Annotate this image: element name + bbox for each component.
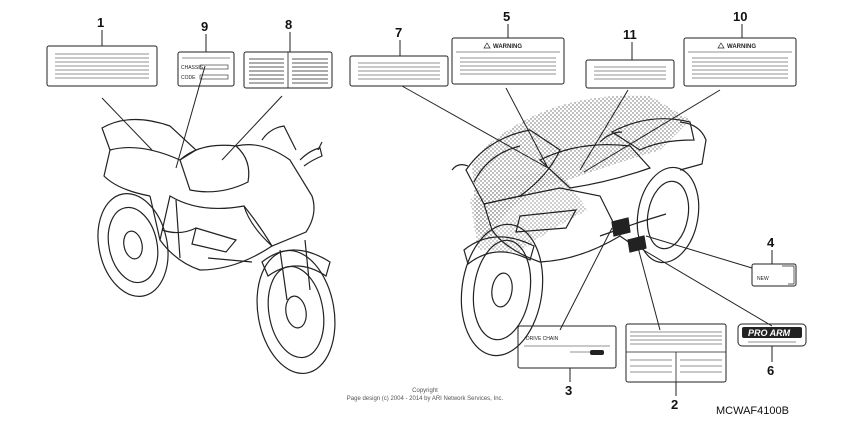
label-2	[625, 323, 727, 383]
label-6: PRO ARM	[737, 323, 807, 347]
label-4: NEW	[751, 263, 797, 287]
callouts	[101, 24, 773, 396]
label-9: CHASSIS CODE	[177, 51, 235, 87]
label-3: DRIVE CHAIN	[517, 325, 617, 369]
callout-5: 5	[503, 9, 510, 24]
copyright-line-1: Copyright	[412, 388, 438, 394]
motorcycle-left-view	[97, 65, 336, 375]
callout-6: 6	[767, 363, 774, 378]
label-1	[46, 45, 158, 87]
warning-text-5: WARNING	[493, 44, 522, 50]
callout-1: 1	[97, 15, 104, 30]
warning-triangle-icon	[717, 42, 725, 49]
warning-triangle-icon	[483, 42, 491, 49]
label-11	[585, 59, 675, 89]
callout-7: 7	[395, 25, 402, 40]
callout-11: 11	[623, 27, 637, 42]
callout-8: 8	[285, 17, 292, 32]
callout-2: 2	[671, 397, 678, 412]
callout-9: 9	[201, 19, 208, 34]
pro-arm-text: PRO ARM	[748, 328, 791, 338]
copyright-line-2: Page design (c) 2004 - 2014 by ARI Netwo…	[347, 396, 504, 402]
motorcycle-right-view	[401, 85, 773, 357]
label-5: WARNING	[451, 37, 565, 85]
callout-3: 3	[565, 383, 572, 398]
code-text: CODE	[181, 75, 196, 81]
chassis-text: CHASSIS	[181, 65, 204, 71]
callout-4: 4	[767, 235, 775, 250]
warning-text-10: WARNING	[727, 44, 756, 50]
label-8	[243, 51, 333, 89]
callout-10: 10	[733, 9, 747, 24]
new-text: NEW	[757, 276, 769, 282]
label-7	[349, 55, 449, 87]
drive-chain-text: DRIVE CHAIN	[526, 336, 559, 342]
diagram-code: MCWAF4100B	[716, 405, 789, 417]
label-10: WARNING	[683, 37, 797, 87]
